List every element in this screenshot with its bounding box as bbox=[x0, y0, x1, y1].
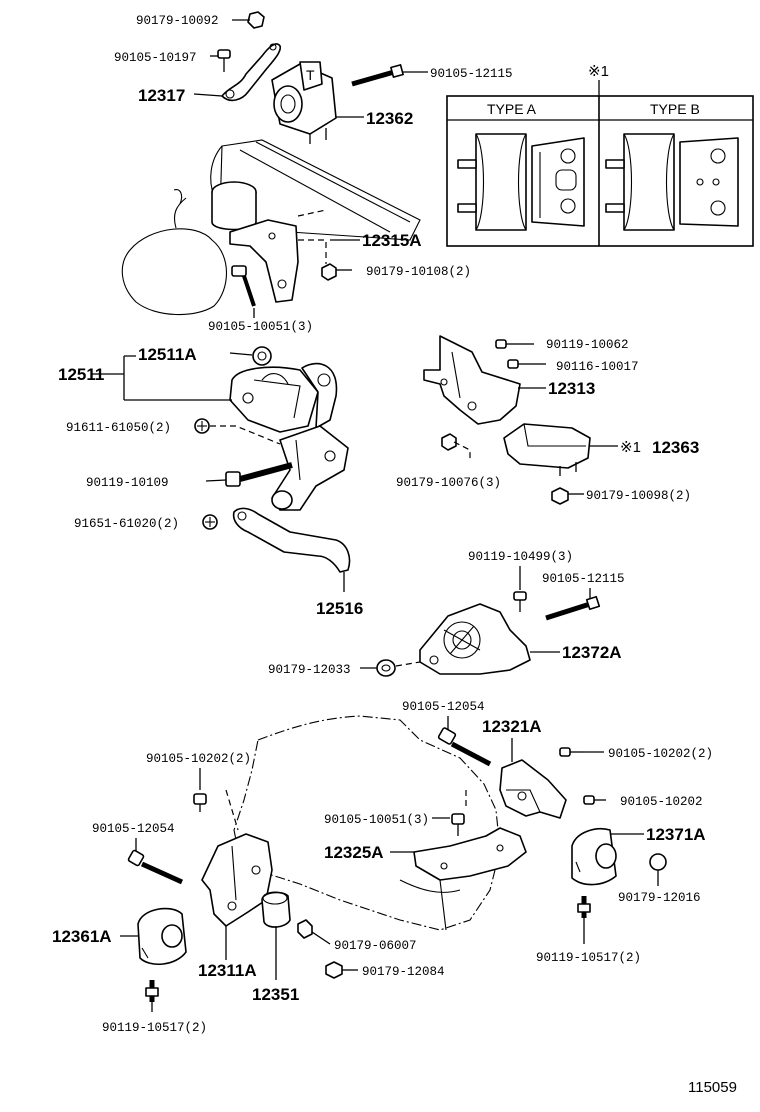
label-90179-12084: 90179-12084 bbox=[362, 965, 445, 979]
washer-91651-61020 bbox=[202, 514, 218, 530]
type-a-mount-drawing bbox=[457, 133, 585, 231]
bolt-90105-10202-left bbox=[193, 793, 207, 812]
figure-number: 115059 bbox=[688, 1079, 737, 1096]
bolt-90119-10062 bbox=[495, 339, 520, 349]
type-a-label: TYPE A bbox=[487, 101, 537, 117]
note-mark: ※1 bbox=[588, 63, 609, 80]
mount-12372A bbox=[419, 603, 531, 675]
mount-12361A bbox=[137, 907, 187, 965]
nut-90179-12016 bbox=[649, 853, 667, 871]
bolt-90105-10051-b bbox=[451, 813, 465, 836]
bolt-90105-12115-mid bbox=[545, 595, 601, 621]
label-90105-12115-mid: 90105-12115 bbox=[542, 572, 625, 586]
label-12362: 12362 bbox=[366, 109, 413, 128]
mount-12363 bbox=[503, 423, 591, 476]
label-90179-10108: 90179-10108(2) bbox=[366, 265, 471, 279]
mount-12315A-reservoir bbox=[211, 181, 257, 231]
label-91651-61020: 91651-61020(2) bbox=[74, 517, 179, 531]
label-90119-10499: 90119-10499(3) bbox=[468, 550, 573, 564]
bracket-12321A bbox=[499, 759, 567, 819]
label-90179-12016: 90179-12016 bbox=[618, 891, 701, 905]
label-12511: 12511 bbox=[58, 365, 104, 384]
label-90105-10051: 90105-10051(3) bbox=[208, 320, 313, 334]
nut-90179-12084 bbox=[325, 961, 343, 979]
label-12361A: 12361A bbox=[52, 927, 112, 946]
part-12511-bracket-assembly bbox=[229, 362, 338, 433]
label-90119-10517-left: 90119-10517(2) bbox=[102, 1021, 207, 1035]
label-12325A: 12325A bbox=[324, 843, 384, 862]
label-12351: 12351 bbox=[252, 985, 299, 1004]
bracket-12315A bbox=[229, 219, 299, 303]
label-90105-12115-top: 90105-12115 bbox=[430, 67, 513, 81]
mount-12371A bbox=[571, 828, 617, 886]
bolt-90116-10017 bbox=[507, 359, 534, 369]
bolt-90105-10202-single bbox=[583, 795, 606, 805]
cushion-12351 bbox=[261, 891, 291, 928]
label-12516: 12516 bbox=[316, 599, 363, 618]
label-90179-10098: 90179-10098(2) bbox=[586, 489, 691, 503]
label-91611-61050: 91611-61050(2) bbox=[66, 421, 171, 435]
type-b-mount-drawing bbox=[605, 133, 739, 231]
label-90119-10062: 90119-10062 bbox=[546, 338, 629, 352]
label-90179-10092: 90179-10092 bbox=[136, 14, 219, 28]
bracket-12317 bbox=[221, 43, 282, 102]
nut-90179-06007 bbox=[297, 919, 313, 939]
bolt-90105-12054-left bbox=[127, 849, 184, 885]
type-b-label: TYPE B bbox=[650, 101, 700, 117]
note-ref: ※1 bbox=[620, 439, 641, 456]
label-90105-10051-b: 90105-10051(3) bbox=[324, 813, 429, 827]
transaxle-outline bbox=[233, 715, 501, 931]
bolt-90119-10517-left bbox=[145, 980, 159, 1002]
mount-12362: T bbox=[271, 61, 337, 144]
label-90116-10017: 90116-10017 bbox=[556, 360, 639, 374]
label-90105-12054-left: 90105-12054 bbox=[92, 822, 175, 836]
label-12317: 12317 bbox=[138, 86, 185, 105]
bolt-90105-10202-right bbox=[559, 747, 584, 757]
svg-text:T: T bbox=[306, 67, 315, 83]
label-12311A: 12311A bbox=[198, 961, 257, 980]
bolt-90119-10109 bbox=[225, 462, 293, 487]
nut-90179-10108 bbox=[321, 263, 352, 281]
bolt-90105-12115-top bbox=[351, 64, 404, 87]
label-12372A: 12372A bbox=[562, 643, 622, 662]
bolt-90119-10517-right bbox=[577, 896, 591, 918]
label-90179-12033: 90179-12033 bbox=[268, 663, 351, 677]
bolt-90105-10051 bbox=[231, 265, 256, 318]
label-90105-10197: 90105-10197 bbox=[114, 51, 197, 65]
label-90105-10202-right: 90105-10202(2) bbox=[608, 747, 713, 761]
label-90179-06007: 90179-06007 bbox=[334, 939, 417, 953]
label-12321A: 12321A bbox=[482, 717, 542, 736]
torque-rod-assembly bbox=[271, 425, 349, 511]
bracket-12311A bbox=[201, 833, 273, 927]
label-90179-10076: 90179-10076(3) bbox=[396, 476, 501, 490]
label-90119-10109: 90119-10109 bbox=[86, 476, 169, 490]
nut-90179-10092 bbox=[232, 11, 265, 29]
type-comparison-box: ※1 TYPE A TYPE B bbox=[446, 63, 754, 247]
nut-90179-10076 bbox=[441, 433, 457, 451]
bracket-12313 bbox=[423, 335, 521, 425]
bolt-90105-12054-top bbox=[437, 727, 492, 767]
washer-91611-61050 bbox=[194, 418, 210, 434]
label-90105-10202-single: 90105-10202 bbox=[620, 795, 703, 809]
rod-12516 bbox=[232, 507, 351, 573]
label-12511A: 12511A bbox=[138, 345, 197, 364]
label-90105-12054-top: 90105-12054 bbox=[402, 700, 485, 714]
bolt-90105-10197 bbox=[210, 49, 231, 72]
label-12363: 12363 bbox=[652, 438, 699, 457]
label-12371A: 12371A bbox=[646, 825, 706, 844]
label-90119-10517-right: 90119-10517(2) bbox=[536, 951, 641, 965]
nut-90179-10098 bbox=[551, 487, 569, 505]
nut-90179-12033 bbox=[376, 659, 396, 677]
bolt-90119-10499 bbox=[513, 591, 527, 612]
label-90105-10202-left: 90105-10202(2) bbox=[146, 752, 251, 766]
bushing-12511A bbox=[252, 346, 272, 366]
label-12313: 12313 bbox=[548, 379, 595, 398]
bracket-12325A bbox=[413, 827, 527, 881]
label-12315A: 12315A bbox=[362, 231, 422, 250]
